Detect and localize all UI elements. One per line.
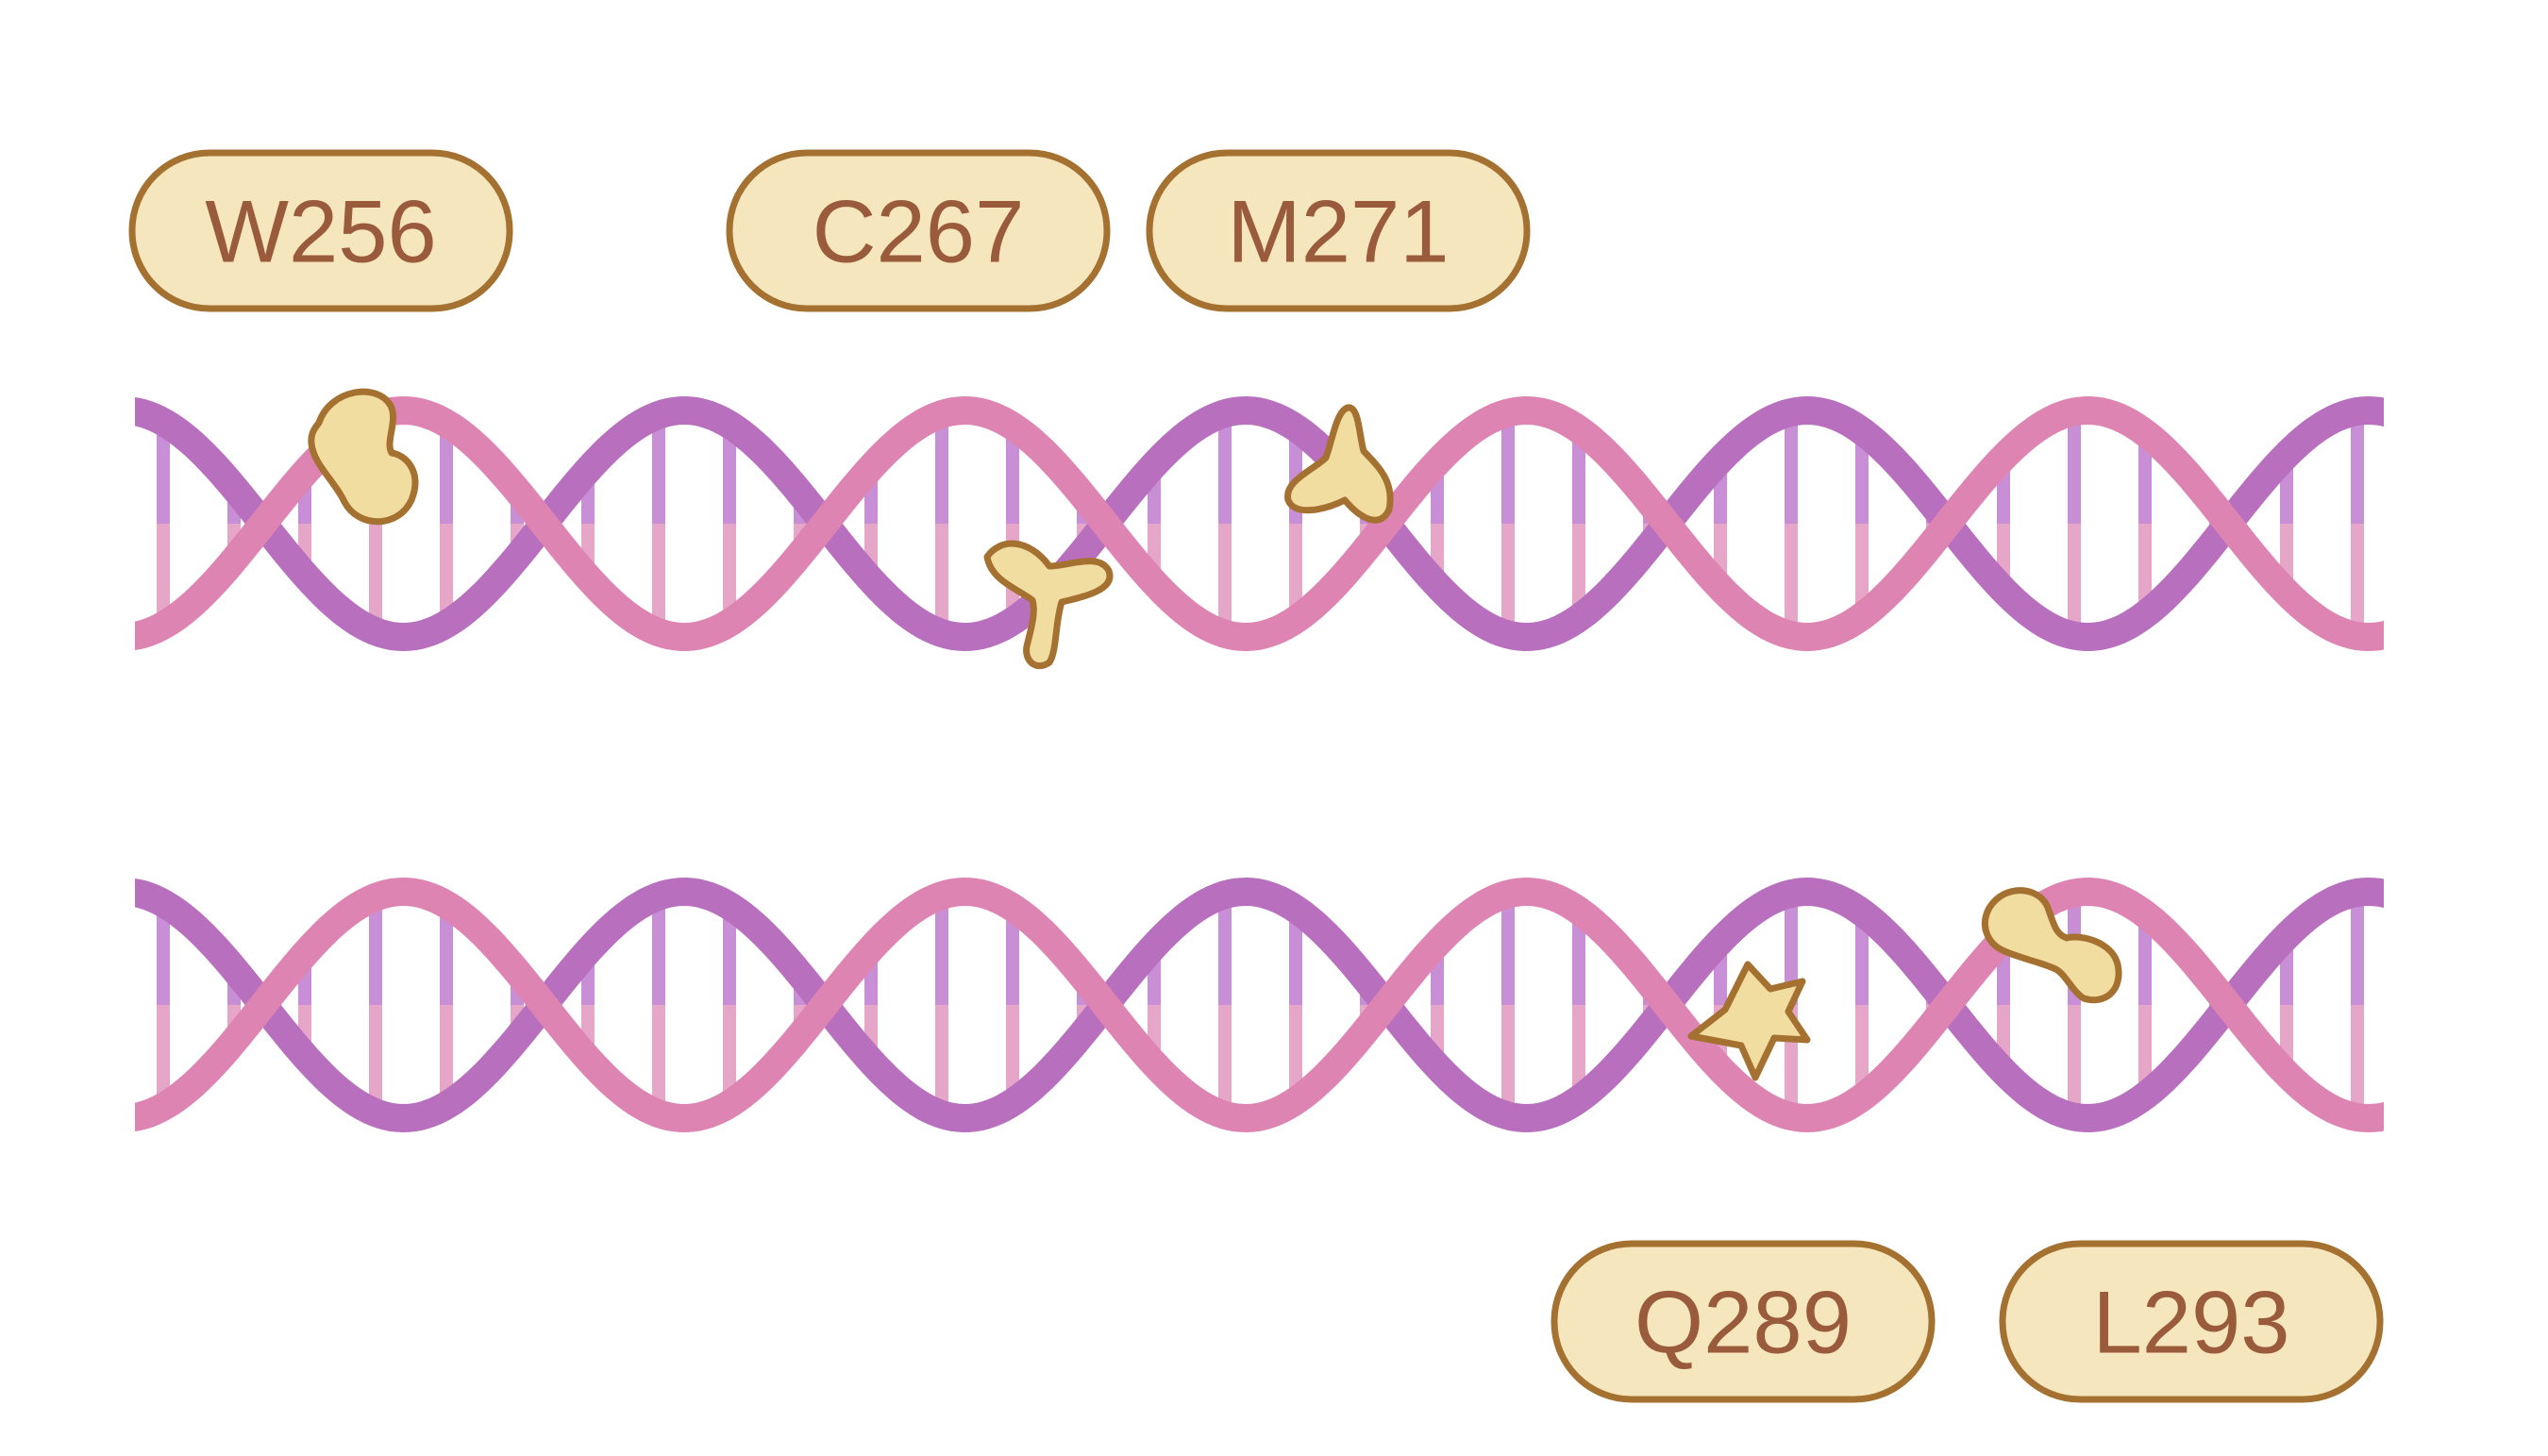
upper-helix-pink-strand [135,395,2384,652]
label-W256-text: W256 [205,182,437,281]
lower-helix-purple-strand [135,877,2384,1133]
lower-dna-helix [135,877,2384,1133]
label-W256: W256 [128,149,513,312]
label-M271: M271 [1146,149,1531,312]
blob-marker-icon [308,388,419,526]
label-L293: L293 [1999,1240,2384,1403]
cone-marker-icon [1284,404,1394,524]
label-C267-text: C267 [813,182,1025,281]
upper-helix-purple-strand [135,395,2384,652]
label-C267: C267 [726,149,1111,312]
label-Q289: Q289 [1551,1240,1936,1403]
label-M271-text: M271 [1227,182,1449,281]
label-Q289-text: Q289 [1634,1273,1852,1372]
tripod-marker-icon [983,540,1114,670]
mutation-markers [308,388,2122,1081]
bowtie-marker-icon [1982,887,2122,1004]
upper-dna-helix [135,395,2384,652]
star-marker-icon [1687,961,1811,1081]
lower-helix-base-pairs [157,892,2364,1118]
label-L293-text: L293 [2092,1273,2289,1372]
